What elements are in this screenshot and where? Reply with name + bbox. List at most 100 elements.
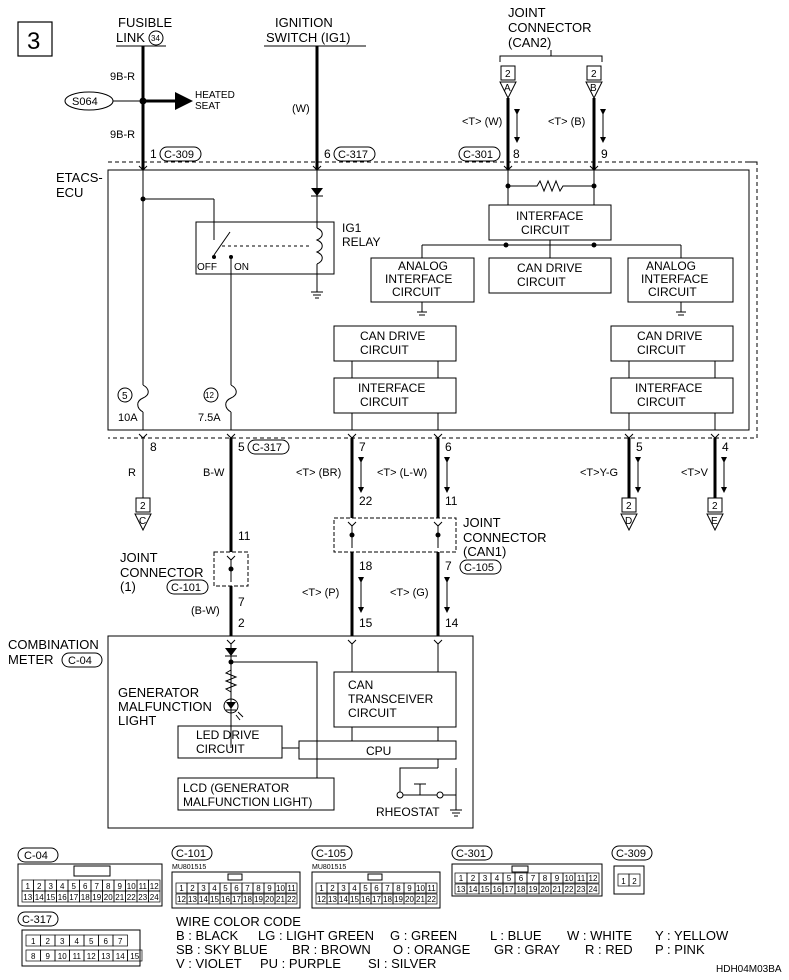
c301-row2-pin-label: 19 (529, 885, 538, 894)
relay-coil (315, 227, 323, 265)
view-c309-tag (611, 845, 653, 861)
view-c317-body (21, 929, 141, 967)
offpage-d-triangle (620, 513, 638, 532)
pin-5-bottom: 5 (238, 440, 245, 454)
connector-c317-label-top: C-317 (338, 149, 368, 161)
c301-row2-pin-label: 23 (577, 885, 586, 894)
pin-18: 18 (359, 559, 373, 573)
pin-mark-5b (624, 433, 634, 439)
led-rays (235, 711, 244, 721)
page-number-box (17, 21, 53, 57)
c105-row1-pin-label: 8 (396, 884, 401, 893)
c105-row1-pin-label: 1 (319, 884, 324, 893)
offpage-e-label: E (711, 516, 718, 527)
wcc-l3-1: PU : PURPLE (260, 956, 341, 971)
c04-row2-pin-label: 20 (104, 893, 113, 902)
c105-row2-pin-label: 22 (427, 895, 436, 904)
joint-connector-can2-label-3: (CAN2) (508, 35, 551, 50)
c105-row1-pin-label: 5 (363, 884, 368, 893)
c101-row2-pin-label: 18 (243, 895, 252, 904)
c301-row1-pin-label: 12 (589, 874, 598, 883)
offpage-a-triangle (499, 81, 517, 100)
wcc-l2-5: P : PINK (655, 942, 705, 957)
meter-resistor (224, 669, 238, 693)
wire-label-t-w: <T> (W) (462, 116, 502, 128)
c04-row1-pin-label: 6 (83, 882, 88, 891)
c04-row1-pin-label: 5 (72, 882, 77, 891)
offpage-c-number: 2 (140, 501, 146, 512)
meter-wire-to-lcd (231, 661, 318, 778)
c04-row1-pin-label: 10 (127, 882, 136, 891)
offpage-a-number-box (500, 65, 516, 81)
lcd-label: LCD (GENERATOR (183, 781, 290, 795)
view-c317-tag (17, 911, 59, 927)
c309-cell (628, 873, 641, 887)
c101-row1-cell (285, 882, 298, 894)
joint-connector-can2-label-2: CONNECTOR (508, 20, 592, 35)
c301-row1-pin-label: 4 (495, 874, 500, 883)
c317-row1-pin-label: 6 (104, 937, 109, 946)
fuse12-amp: 7.5A (198, 412, 221, 424)
pin-mark-8b (138, 433, 148, 439)
c101-row2-pin-label: 21 (276, 895, 285, 904)
offpage-c-triangle (134, 513, 152, 532)
interface-left-label: INTERFACE (358, 381, 425, 395)
wcc-l2-1: BR : BROWN (292, 942, 371, 957)
wcc-l2-3: GR : GRAY (494, 942, 561, 957)
c105-row2-cell (425, 893, 438, 905)
meter-pin-mark-14 (433, 639, 443, 645)
connector-c101-tag (166, 579, 209, 595)
c04-row2-pin-label: 18 (81, 893, 90, 902)
meter-pin-mark-15 (347, 639, 357, 645)
c105-row2-pin-label: 16 (361, 895, 370, 904)
c04-row2-pin-label: 13 (23, 893, 32, 902)
pin-mark-6b (433, 433, 443, 439)
pin-8-bottom: 8 (150, 440, 157, 454)
ground-ign (311, 291, 323, 299)
connector-c317-label-bottom: C-317 (252, 442, 282, 454)
relay-contact-off (212, 255, 216, 259)
wcc-l3-0: V : VIOLET (176, 956, 242, 971)
analog-interface-left-label-3: CIRCUIT (392, 285, 441, 299)
c04-row2-pin-label: 17 (69, 893, 78, 902)
connector-c105-tag (459, 559, 502, 575)
offpage-e-triangle (706, 513, 724, 532)
c04-row1-pin-label: 4 (60, 882, 65, 891)
c101-row2-pin-label: 14 (199, 895, 208, 904)
offpage-b-number: 2 (591, 69, 597, 80)
ground-analog-left (417, 302, 427, 316)
connector-c301-label: C-301 (463, 149, 493, 161)
cpu-label: CPU (366, 744, 391, 758)
c105-row1-cell (425, 882, 438, 894)
analog-interface-left-label: ANALOG (398, 259, 448, 273)
c101-row2-pin-label: 16 (221, 895, 230, 904)
offpage-e-number: 2 (712, 501, 718, 512)
interface-right (610, 377, 734, 414)
c105-row2-pin-label: 18 (383, 895, 392, 904)
c04-row1-pin-label: 12 (150, 882, 159, 891)
c317-row2-pin-label: 11 (73, 952, 82, 961)
view-c317-label: C-317 (22, 914, 52, 926)
etacs-ecu-label-2: ECU (56, 185, 83, 200)
joint-connector-can2-label: JOINT (508, 5, 546, 20)
fuse12-symbol (225, 384, 237, 413)
connector-c04-label: C-04 (68, 655, 92, 667)
offpage-c-number-box (135, 497, 151, 513)
rheostat-wire (399, 759, 457, 810)
cpu-box (298, 740, 457, 760)
joint-1-label-3: (1) (120, 579, 136, 594)
wcc-l1-5: Y : YELLOW (655, 928, 729, 943)
can-drive-right-label-2: CIRCUIT (637, 343, 686, 357)
c301-row2-pin-label: 21 (553, 885, 562, 894)
pin-2-meter: 2 (238, 616, 245, 630)
view-c04-body (17, 863, 163, 907)
joint-can1-label-2: CONNECTOR (463, 530, 547, 545)
view-c105-partno: MU801515 (312, 864, 346, 871)
splice-s064-label: S064 (72, 96, 98, 108)
interface-left-label-2: CIRCUIT (360, 395, 409, 409)
c04-row1-pin-label: 2 (37, 882, 42, 891)
wire-label-t-lw: <T> (L-W) (377, 467, 427, 479)
